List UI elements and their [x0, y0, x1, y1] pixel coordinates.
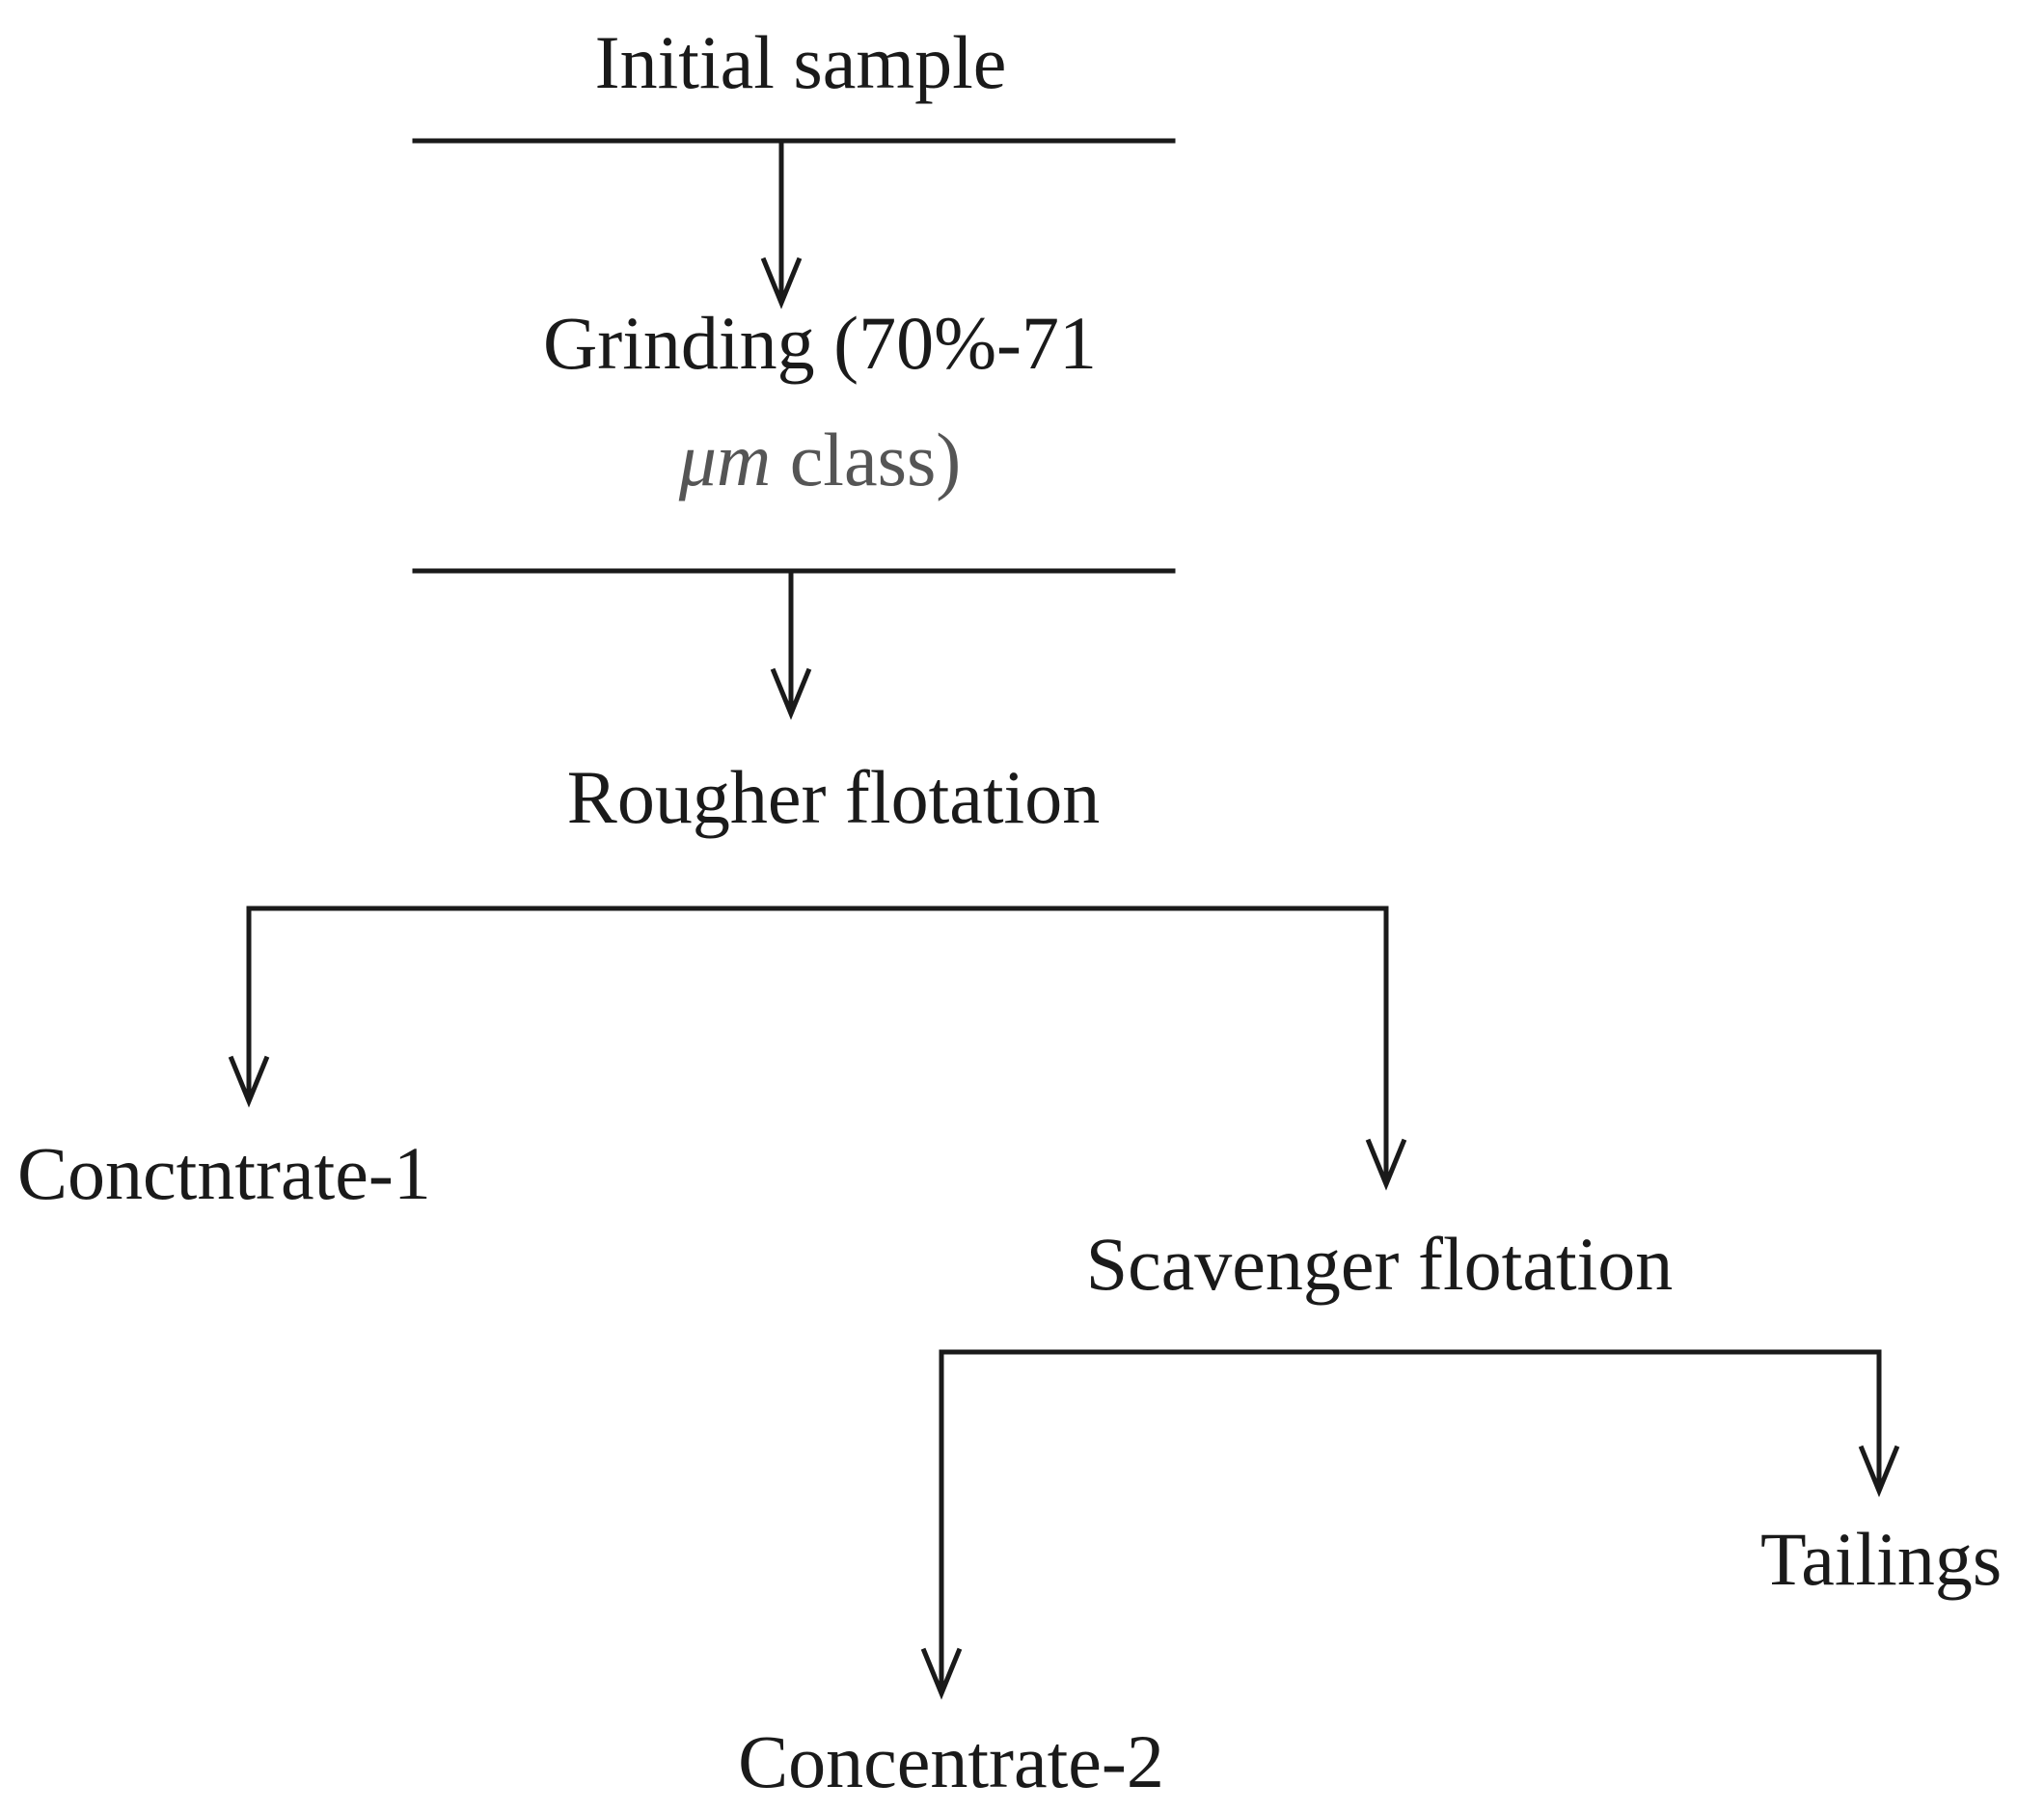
node-rougher-flotation: Rougher flotation	[566, 755, 1101, 839]
edge-scavenger-split	[939, 1349, 1882, 1692]
arrowhead-concentrate-1	[228, 1055, 270, 1108]
arrowhead-scavenger	[1365, 1138, 1407, 1191]
node-scavenger-flotation: Scavenger flotation	[1085, 1222, 1674, 1306]
grinding-label-rest: class)	[771, 417, 962, 501]
arrowhead-concentrate-2	[920, 1647, 963, 1700]
arrowhead-tailings	[1858, 1445, 1900, 1498]
node-grinding: Grinding (70%-71 μm class)	[482, 285, 1158, 519]
grinding-label-line1: Grinding (70%-71	[542, 301, 1098, 385]
node-concentrate-2: Concentrate-2	[738, 1719, 1164, 1803]
arrowhead-grinding	[760, 257, 803, 310]
grinding-unit: μm	[678, 417, 772, 501]
node-initial-sample: Initial sample	[594, 20, 1007, 104]
edge-rougher-split	[246, 906, 1389, 1181]
node-concentrate-1: Conctntrate-1	[17, 1131, 431, 1215]
arrowhead-rougher	[770, 667, 812, 720]
node-tailings: Tailings	[1760, 1517, 2003, 1601]
